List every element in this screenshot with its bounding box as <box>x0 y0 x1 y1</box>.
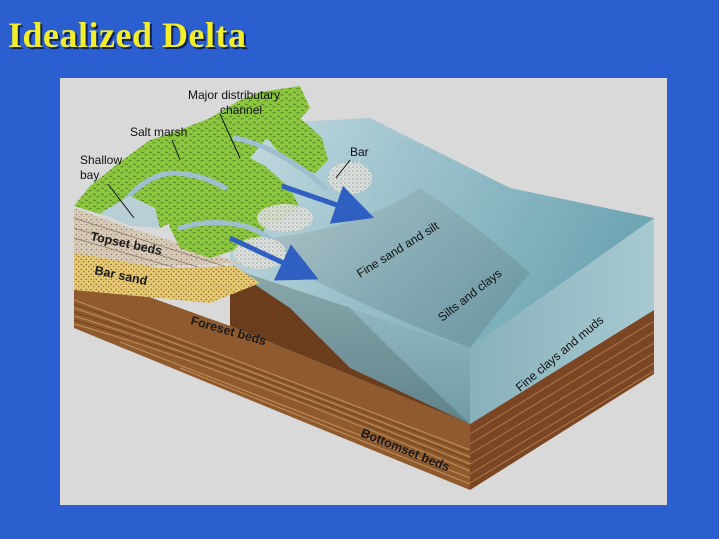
bar-sand-layer <box>74 253 260 303</box>
label-major-channel-line1: Major distributary <box>188 88 280 102</box>
sediment-front-face <box>73 270 471 490</box>
label-bar: Bar <box>350 145 369 159</box>
topset-beds-layer <box>73 208 240 279</box>
flow-arrow-upper <box>281 183 375 224</box>
flow-arrow-lower <box>228 235 319 281</box>
water-side-face <box>470 218 654 424</box>
leader-lines <box>107 113 351 219</box>
distributary-channels <box>117 135 328 246</box>
sediment-right-face <box>469 310 655 490</box>
label-shallow-bay-line2: bay <box>80 168 99 182</box>
flow-arrows <box>228 183 375 281</box>
label-major-channel-line2: channel <box>220 103 262 117</box>
slide-title: Idealized Delta <box>8 15 247 55</box>
delta-front-slope <box>270 188 530 348</box>
delta-block-diagram: Shallow bay Salt marsh Major distributar… <box>73 86 655 490</box>
water-front-face <box>230 268 470 424</box>
label-shallow-bay-line1: Shallow <box>80 153 122 167</box>
delta-figure-panel: Shallow bay Salt marsh Major distributar… <box>60 78 667 505</box>
label-salt-marsh: Salt marsh <box>130 125 187 139</box>
